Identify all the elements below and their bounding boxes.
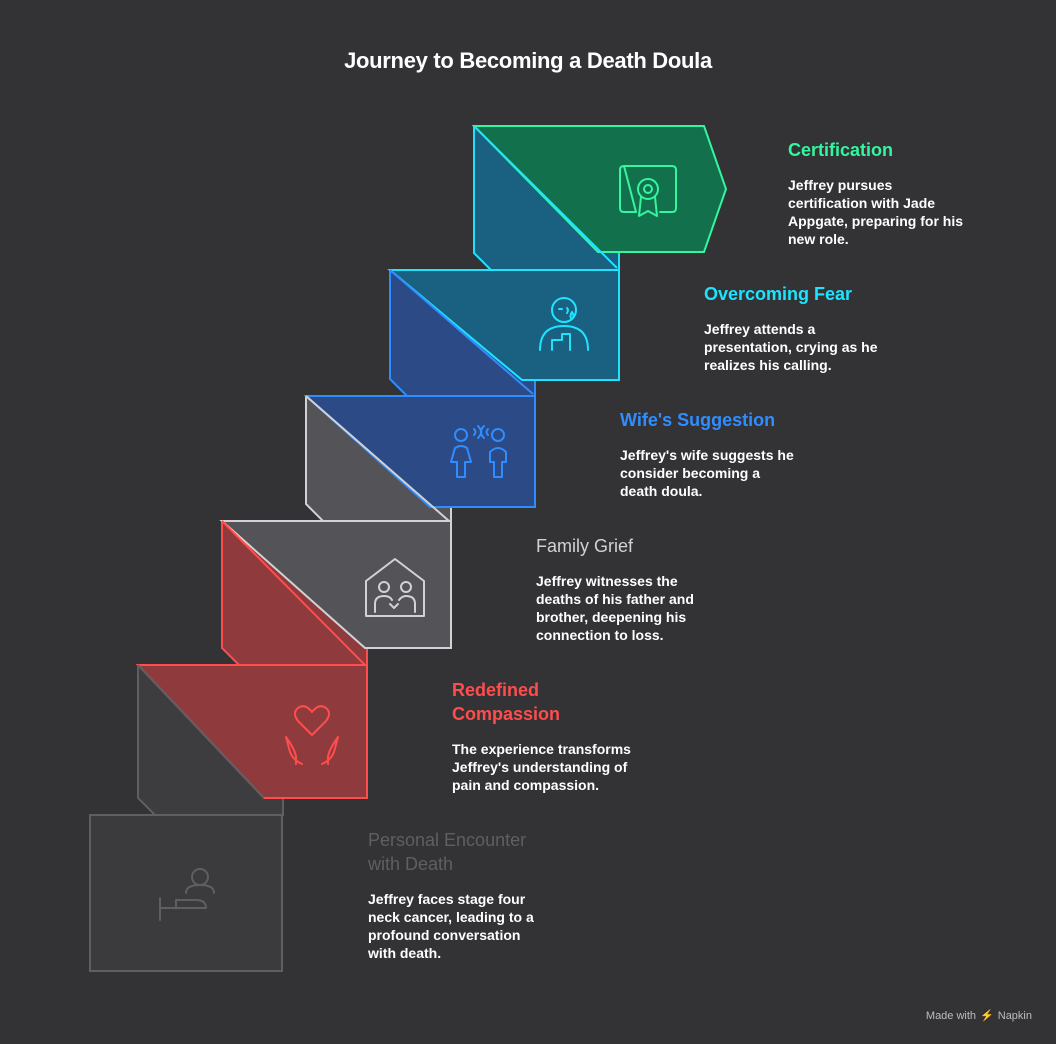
brand-label: Napkin	[997, 1009, 1032, 1022]
patient-bed-icon	[159, 868, 215, 921]
step-text-overcoming-fear: Overcoming Fear Jeffrey attends a presen…	[704, 282, 934, 374]
step-title: Personal Encounter with Death	[368, 830, 527, 874]
couple-talking-icon	[450, 425, 507, 478]
napkin-logo-icon: ⚡	[980, 1010, 994, 1022]
step-description: Jeffrey pursues certification with Jade …	[788, 177, 964, 247]
step-description: Jeffrey's wife suggests he consider beco…	[620, 447, 794, 499]
certificate-icon	[619, 165, 677, 217]
page-title: Journey to Becoming a Death Doula	[344, 48, 712, 73]
step-title: Redefined Compassion	[452, 680, 561, 724]
step-title: Family Grief	[536, 536, 634, 556]
family-home-icon	[365, 558, 425, 617]
napkin-watermark: Made with ⚡ Napkin	[925, 1009, 1032, 1023]
heart-hands-icon	[285, 705, 339, 765]
step-title: Wife's Suggestion	[620, 410, 776, 430]
step-description: Jeffrey witnesses the deaths of his fath…	[536, 573, 694, 643]
step-text-certification: Certification Jeffrey pursues certificat…	[788, 138, 1018, 248]
made-with-label: Made with	[925, 1009, 977, 1022]
crying-presenter-icon	[539, 297, 589, 351]
step-text-family-grief: Family Grief Jeffrey witnesses the death…	[536, 534, 766, 644]
step-certification	[471, 125, 728, 269]
step-text-personal-encounter: Personal Encounter with Death Jeffrey fa…	[368, 828, 598, 962]
step-description: Jeffrey attends a presentation, crying a…	[704, 321, 878, 373]
step-title: Overcoming Fear	[704, 284, 853, 304]
step-description: The experience transforms Jeffrey's unde…	[452, 741, 631, 793]
step-description: Jeffrey faces stage four neck cancer, le…	[368, 891, 534, 961]
step-text-wifes-suggestion: Wife's Suggestion Jeffrey's wife suggest…	[620, 408, 850, 500]
step-title: Certification	[788, 140, 894, 160]
step-text-redefined-compassion: Redefined Compassion The experience tran…	[452, 678, 682, 794]
